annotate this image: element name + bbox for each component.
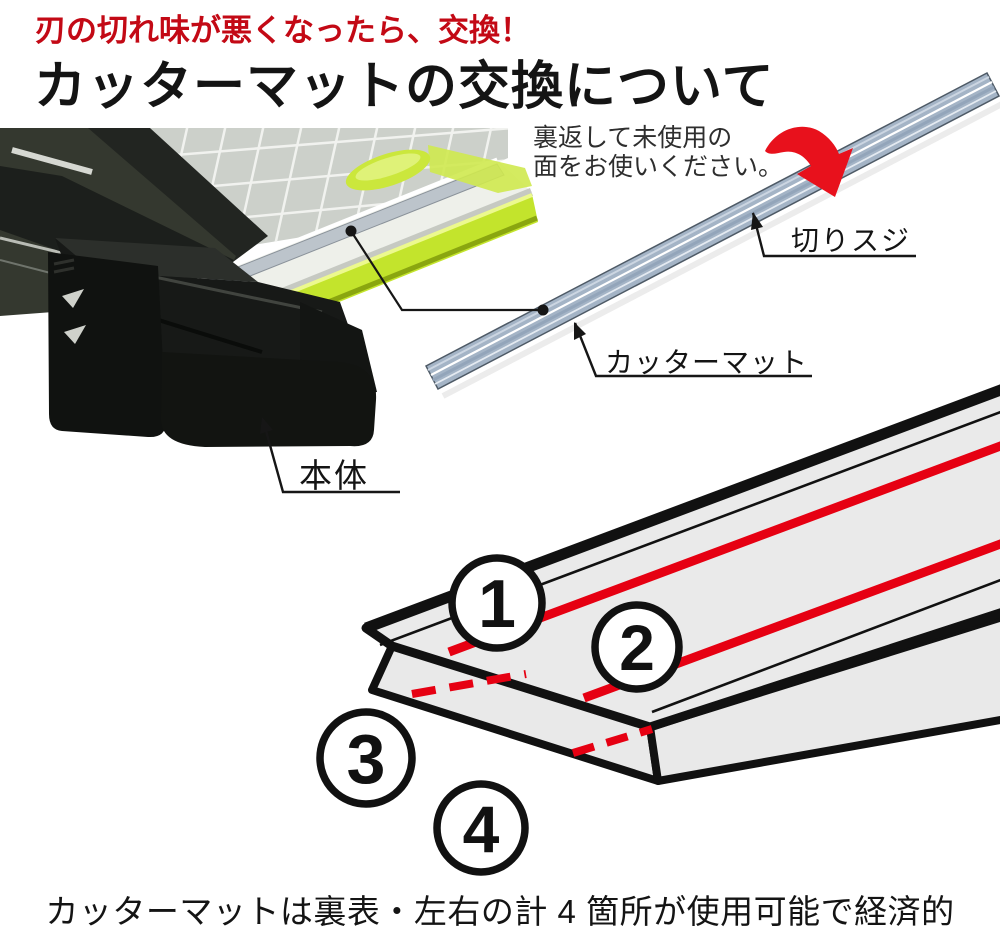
- position-number-2: 2: [619, 612, 655, 684]
- flip-arrow-icon: [765, 126, 853, 197]
- cutter-mat-strip: [424, 71, 1000, 399]
- flip-note: 裏返して未使用の 面をお使いください。: [533, 124, 783, 182]
- cutline-arrowhead: [751, 212, 763, 230]
- cut-line-3-hidden: [411, 670, 527, 698]
- connector-dot-strip: [537, 304, 549, 316]
- label-cutter-mat: カッターマット: [605, 347, 809, 378]
- position-number-1: 1: [478, 566, 516, 642]
- usage-diagram: 1 2 3 4: [316, 384, 1000, 876]
- flip-note-line2: 面をお使いください。: [533, 153, 784, 181]
- leader-tips: [260, 212, 763, 434]
- mainunit-arrowhead: [260, 417, 273, 434]
- position-badge-1: 1: [448, 554, 546, 652]
- mainunit-leader: [261, 419, 400, 494]
- mat-connector-line: [350, 230, 543, 312]
- trimmer-photo: [0, 128, 538, 447]
- connector-dot-device: [345, 225, 357, 237]
- position-badge-4: 4: [433, 780, 529, 876]
- label-main-unit: 本体: [299, 457, 369, 494]
- position-badge-2: 2: [591, 601, 683, 693]
- position-badge-3: 3: [316, 708, 416, 808]
- position-number-3: 3: [347, 720, 386, 798]
- cuttermat-leader: [573, 322, 812, 378]
- label-cut-line: 切りスジ: [791, 225, 912, 256]
- trimmer-handle-tower: [48, 252, 166, 438]
- flip-note-line1: 裏返して未使用の: [533, 124, 733, 152]
- trimmer-fence: [80, 128, 268, 262]
- page-title: カッターマットの交換について: [34, 58, 775, 116]
- headline-tagline: 刃の切れ味が悪くなったら、交換！: [35, 13, 531, 48]
- trimmer-foot: [160, 352, 377, 447]
- cut-line-4-hidden: [571, 725, 654, 757]
- cuttermat-arrowhead: [574, 322, 586, 340]
- bar-front-inner-line: [651, 578, 1000, 714]
- position-number-4: 4: [463, 792, 500, 866]
- footer-caption: カッターマットは裏表・左右の計 4 箇所が使用可能で経済的: [45, 893, 955, 930]
